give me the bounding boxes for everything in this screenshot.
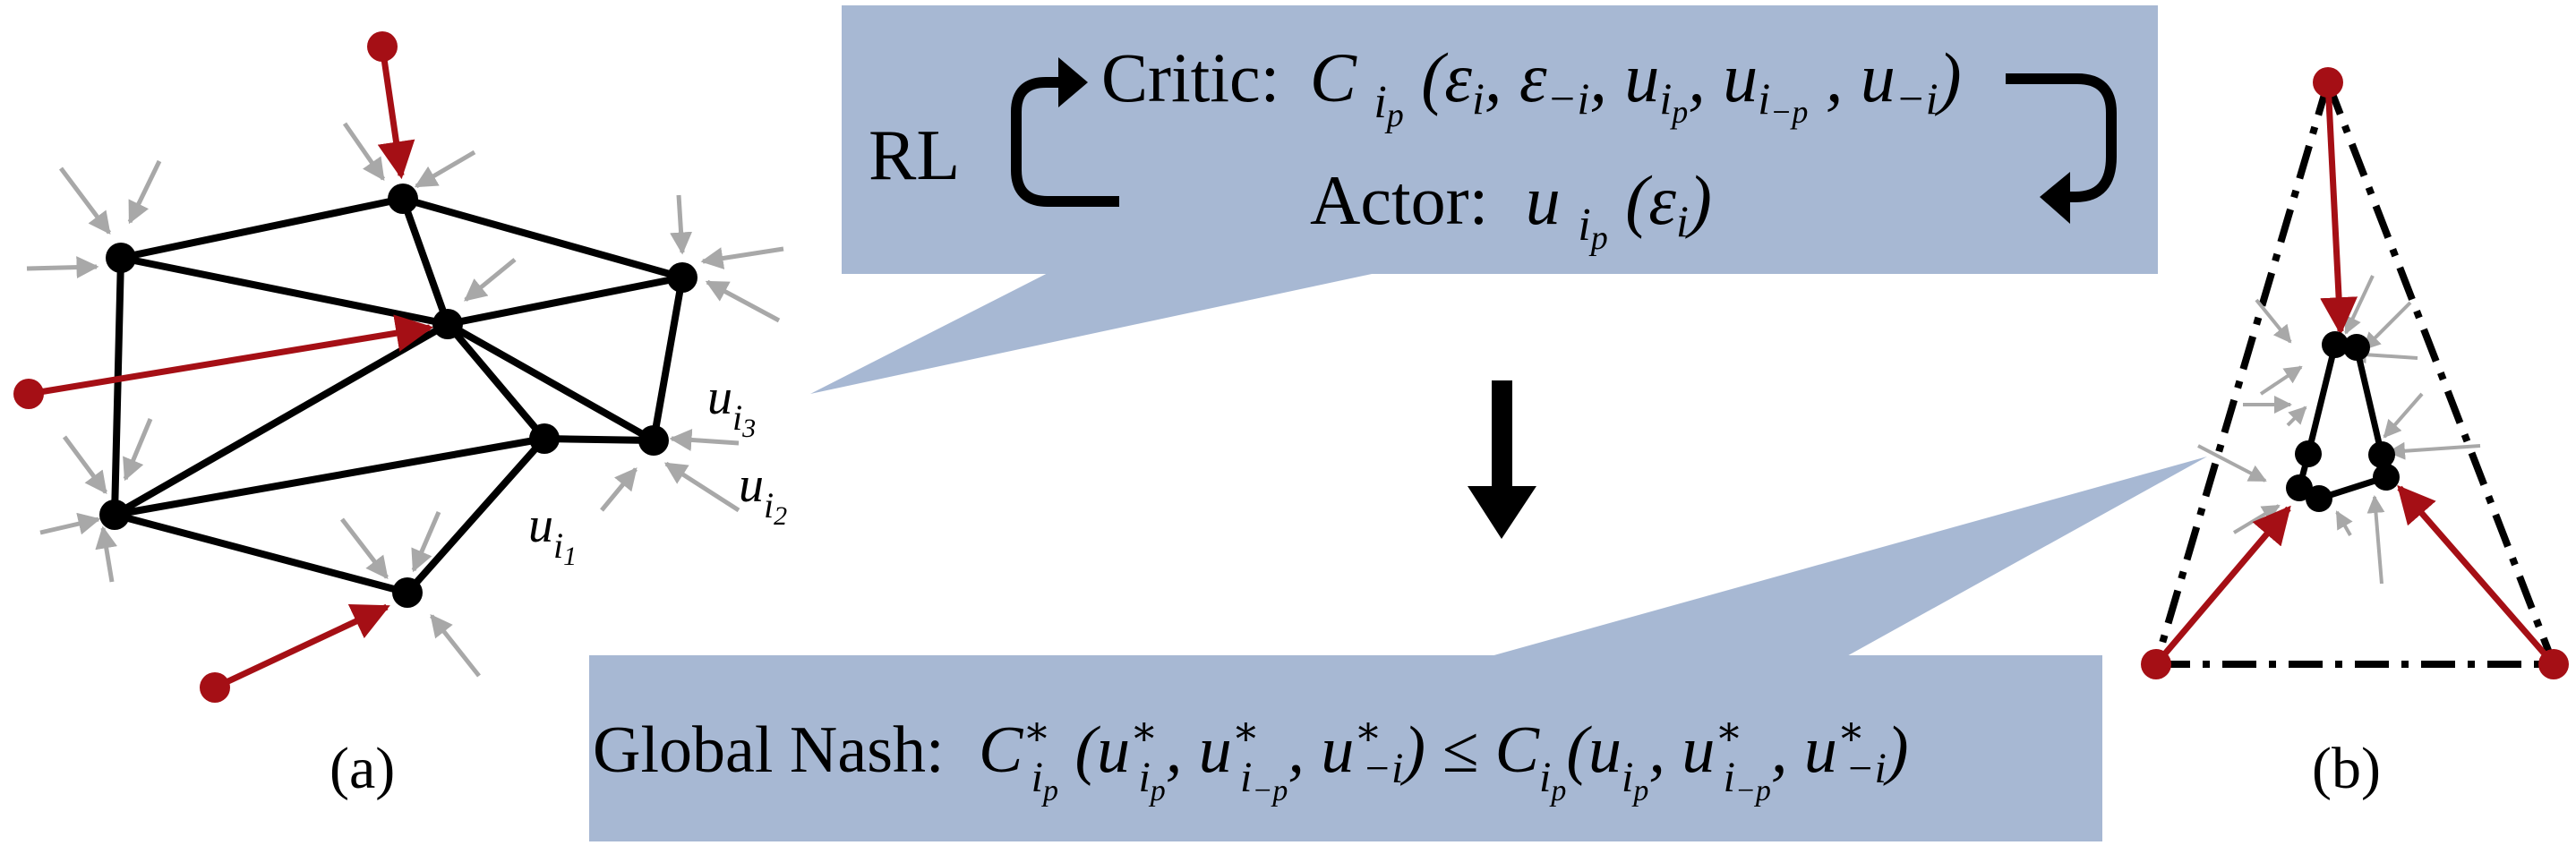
global-nash-label: Global Nash: [593,713,945,787]
panel-b-caption: (b) [2312,736,2381,801]
return-curved-arrow-icon [2006,73,2117,224]
actor-label: Actor: [1310,161,1488,239]
bottom-callout-pointer [1468,457,2207,662]
panel-a-leader-sources [13,31,398,703]
actor-expression: Actor: u ip (εi) [1310,161,1712,264]
critic-cost-symbol: C [1310,38,1357,116]
input-label-u-i1: ui1 [528,498,577,571]
rl-label: RL [869,116,960,195]
bottom-callout-box [589,655,2102,841]
down-arrow-icon [1468,380,1536,539]
top-callout-pointer [810,269,1397,394]
critic-label: Critic: [1101,38,1279,116]
top-callout [810,5,2158,394]
input-label-u-i2: ui2 [739,457,787,531]
panel-a-edges [111,195,686,596]
panel-b-nodes [2286,331,2400,512]
input-label-u-i3: ui3 [707,370,756,443]
critic-subscript: i [1374,77,1386,128]
panel-a-graph: ui3 ui2 ui1 (a) [13,31,787,801]
panel-a-disturbance-arrows [26,122,784,678]
bottom-callout [589,457,2207,841]
panel-a-caption: (a) [329,736,395,801]
top-callout-box [842,5,2158,274]
critic-expression: Critic: C ip (εi, ε−i, uip, ui−p , u−i) [1101,38,1962,141]
panel-b-leader-arrows [2153,81,2556,667]
panel-a-nodes [99,184,697,608]
panel-b-graph: (b) [2141,67,2569,801]
panel-b-outline [2152,81,2557,668]
panel-a-leader-arrows [28,46,434,691]
rl-loop-arrow-icon [1011,57,1119,207]
actor-policy-symbol: u [1526,161,1561,239]
global-nash-expression: Global Nash: C∗ip (u∗ip, u∗i−p, u∗−i) ≤ … [593,708,1909,816]
panel-b-leader-sources [2141,67,2569,679]
